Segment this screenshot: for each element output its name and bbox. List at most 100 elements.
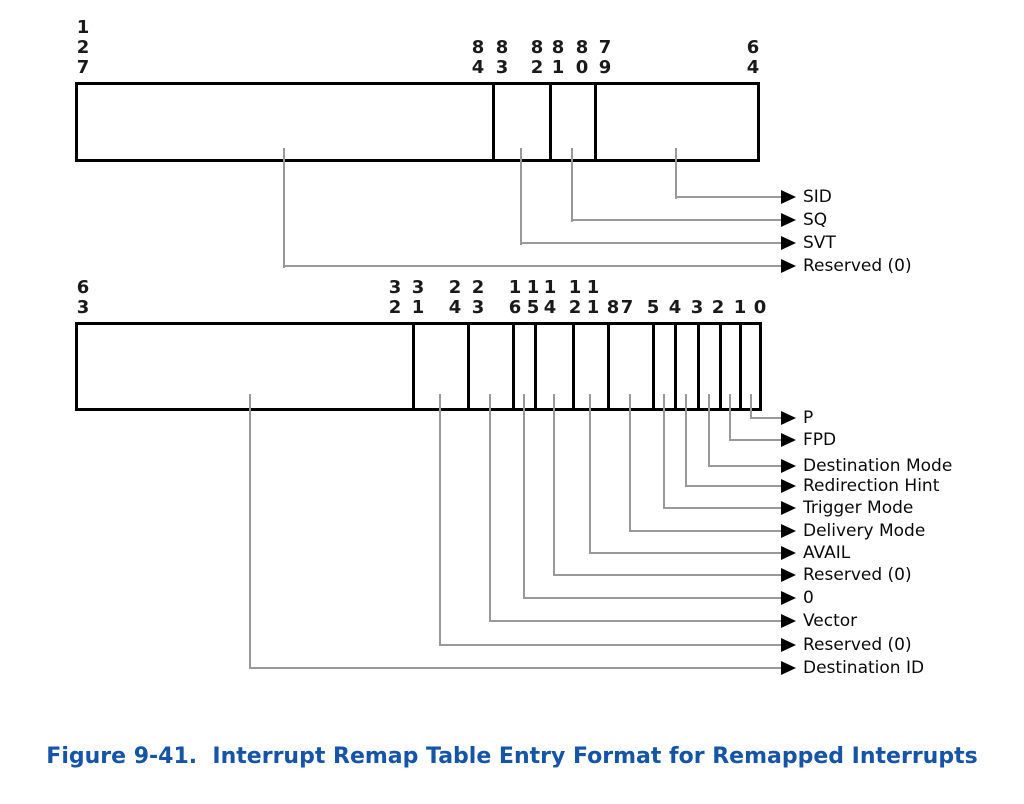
bit-label-5: 5 [646,297,660,318]
upper-register-box [75,82,760,162]
callout-line-redirection-hint [685,485,781,487]
callout-line-svt [520,148,522,245]
callout-line-reserved-low [439,394,441,646]
figure-caption: Figure 9-41. Interrupt Remap Table Entry… [46,744,978,769]
field-divider-8-7 [607,324,610,409]
bit-label-24: 2 4 [448,277,462,318]
callout-line-destination-mode [708,465,781,467]
callout-label-zero: 0 [803,588,814,608]
callout-label-sq: SQ [803,210,828,230]
callout-line-p [750,394,752,419]
callout-line-reserved-high [283,148,285,268]
callout-line-avail [589,552,781,554]
field-divider-2-1 [719,324,722,409]
callout-line-destination-id [249,394,251,669]
callout-line-vector [489,620,781,622]
callout-line-reserved-mid [553,574,781,576]
bit-label-3: 3 [690,297,704,318]
arrow-icon [781,259,796,273]
callout-label-sid: SID [803,187,832,207]
field-divider-12-11 [572,324,575,409]
field-divider-16-15 [512,324,515,409]
arrow-icon [781,524,796,538]
field-divider-32-31 [412,324,415,409]
bit-label-16: 1 6 [508,277,522,318]
bit-label-2: 2 [711,297,725,318]
callout-label-vector: Vector [803,611,858,631]
callout-line-trigger-mode [663,394,665,509]
callout-label-redirection-hint: Redirection Hint [803,476,940,496]
bit-label-8: 8 [606,297,620,318]
callout-line-reserved-low [439,644,781,646]
callout-label-svt: SVT [803,233,836,253]
callout-line-vector [489,394,491,622]
bit-label-79: 7 9 [598,37,612,78]
arrow-icon [781,546,796,560]
bit-label-15: 1 5 [526,277,540,318]
callout-label-fpd: FPD [803,430,837,450]
callout-line-sq [571,148,573,222]
bit-label-0: 0 [753,297,767,318]
lower-register-box [75,322,762,411]
bit-label-1: 1 [733,297,747,318]
arrow-icon [781,661,796,675]
field-divider-3-2 [697,324,700,409]
arrow-icon [781,433,796,447]
callout-line-reserved-mid [553,394,555,576]
arrow-icon [781,479,796,493]
arrow-icon [781,459,796,473]
arrow-icon [781,213,796,227]
arrow-icon [781,411,796,425]
field-divider-84-83 [492,84,495,160]
callout-label-delivery-mode: Delivery Mode [803,521,926,541]
callout-line-svt [520,242,781,244]
arrow-icon [781,591,796,605]
callout-label-destination-id: Destination ID [803,658,925,678]
callout-line-p [750,417,781,419]
callout-line-delivery-mode [629,394,631,532]
bit-label-23: 2 3 [471,277,485,318]
callout-label-trigger-mode: Trigger Mode [803,498,914,518]
callout-line-sid [675,148,677,199]
bit-label-7: 7 [620,297,634,318]
field-divider-80-79 [594,84,597,160]
callout-label-avail: AVAIL [803,543,851,563]
field-divider-1-0 [739,324,742,409]
arrow-icon [781,190,796,204]
callout-line-fpd [729,439,781,441]
callout-line-zero [523,597,781,599]
bit-label-31: 3 1 [411,277,425,318]
callout-line-zero [523,394,525,599]
field-divider-4-3 [674,324,677,409]
callout-label-reserved-low: Reserved (0) [803,635,912,655]
callout-line-sq [571,219,781,221]
bit-label-81: 8 1 [551,37,565,78]
callout-line-destination-id [249,667,781,669]
bit-label-80: 8 0 [575,37,589,78]
bit-label-64: 6 4 [746,37,760,78]
callout-line-avail [589,394,591,554]
callout-line-fpd [729,394,731,441]
callout-label-destination-mode: Destination Mode [803,456,953,476]
field-divider-82-81 [549,84,552,160]
field-divider-24-23 [467,324,470,409]
bit-label-82: 8 2 [530,37,544,78]
bit-label-127: 1 2 7 [76,17,90,78]
callout-line-reserved-high [283,265,781,267]
callout-line-delivery-mode [629,530,781,532]
callout-label-reserved-high: Reserved (0) [803,256,912,276]
callout-label-reserved-mid: Reserved (0) [803,565,912,585]
arrow-icon [781,236,796,250]
arrow-icon [781,568,796,582]
callout-label-p: P [803,408,814,428]
field-divider-5-4 [652,324,655,409]
field-divider-15-14 [534,324,537,409]
bit-label-32: 3 2 [388,277,402,318]
bit-label-63: 6 3 [76,277,90,318]
bit-label-4: 4 [668,297,682,318]
bit-label-11: 1 1 [586,277,600,318]
bit-label-14: 1 4 [543,277,557,318]
arrow-icon [781,638,796,652]
callout-line-redirection-hint [685,394,687,487]
